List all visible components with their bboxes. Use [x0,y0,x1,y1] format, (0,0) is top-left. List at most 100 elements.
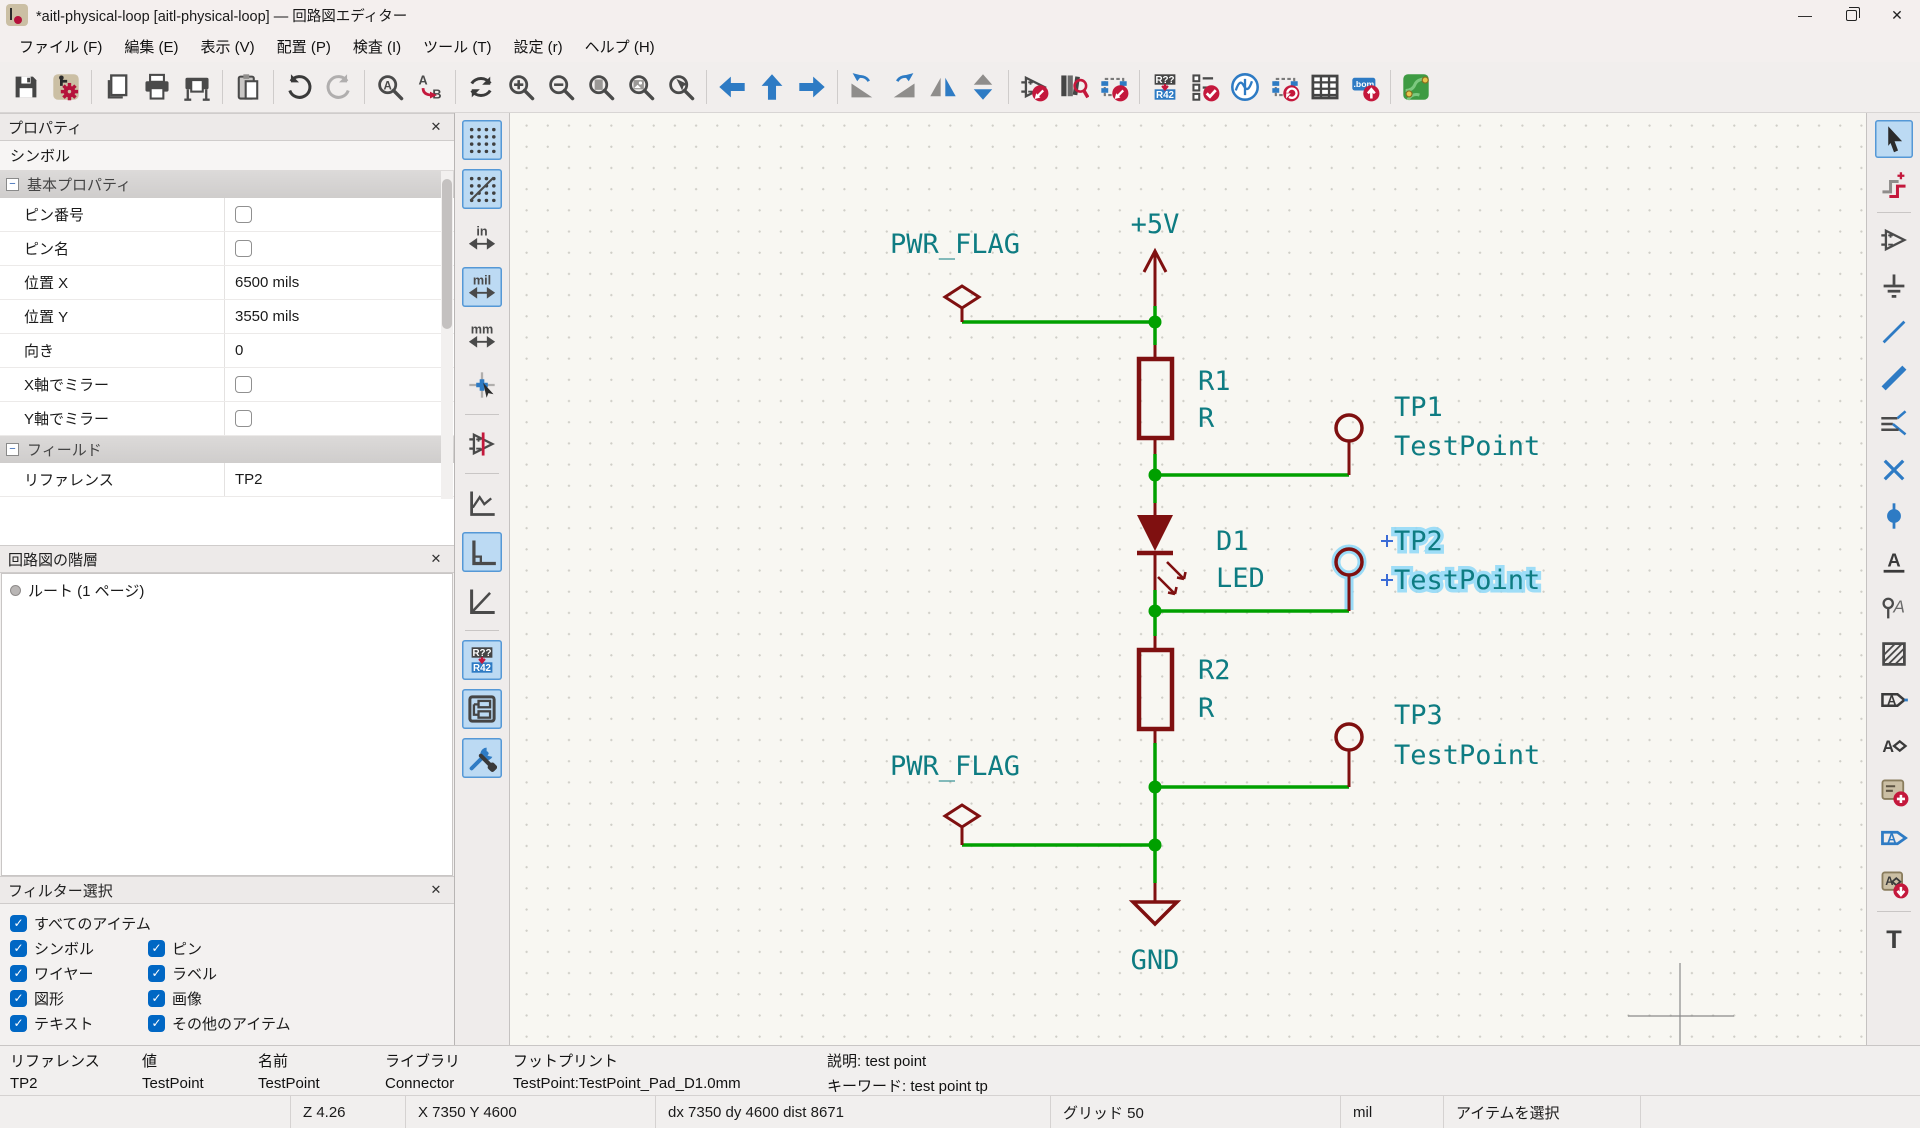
checkbox-checked-icon[interactable]: ✓ [10,990,27,1007]
menu-help[interactable]: ヘルプ (H) [574,31,666,62]
select-tool-icon[interactable] [1874,120,1913,158]
junction-dots[interactable] [1148,315,1162,852]
edit-symbol-icon[interactable] [1014,67,1054,107]
menu-preferences[interactable]: 設定 (r) [503,31,574,62]
open-pcb-editor-icon[interactable] [1396,67,1436,107]
orientation-value[interactable]: 0 [235,342,244,359]
led-d1[interactable] [1137,503,1187,596]
nav-forward-icon[interactable] [792,67,832,107]
no-connect-icon[interactable] [1875,451,1913,489]
bus-tool-icon[interactable] [1875,359,1913,397]
import-sheet-pin-icon[interactable]: A [1875,865,1913,903]
pin-number-checkbox[interactable] [235,206,252,223]
hierarchical-sheet-icon[interactable] [1875,773,1913,811]
gnd-label[interactable]: GND [1131,945,1180,976]
checkbox-checked-icon[interactable]: ✓ [148,1015,165,1032]
mirror-vertical-icon[interactable] [963,67,1003,107]
power-flag-bottom-label[interactable]: PWR_FLAG [890,751,1020,782]
export-bom-icon[interactable]: .bom [1345,67,1385,107]
collapse-icon[interactable]: − [6,443,19,456]
menu-tools[interactable]: ツール (T) [412,31,502,62]
text-tool-icon[interactable]: T [1875,920,1913,958]
simulator-icon[interactable] [1225,67,1265,107]
menu-view[interactable]: 表示 (V) [190,31,266,62]
paste-icon[interactable] [228,67,268,107]
zoom-fit-page-icon[interactable] [581,67,621,107]
collapse-icon[interactable]: − [6,178,19,191]
find-icon[interactable]: A [370,67,410,107]
minimize-button[interactable]: — [1782,0,1828,30]
redo-icon[interactable] [319,67,359,107]
scrollbar-thumb[interactable] [442,179,452,329]
checkbox-checked-icon[interactable]: ✓ [10,940,27,957]
symbol-fields-table-icon[interactable] [1305,67,1345,107]
wires[interactable] [962,306,1349,883]
show-hidden-pins-icon[interactable] [462,424,502,464]
tp2-value[interactable]: TestPoint [1394,565,1540,596]
grid-override-icon[interactable] [462,169,502,209]
pos-x-value[interactable]: 6500 mils [235,274,300,291]
tp2-reference[interactable]: TP2 [1394,526,1443,557]
power-symbol-plus5v[interactable] [1142,247,1168,306]
zoom-out-icon[interactable] [541,67,581,107]
section-basic-properties[interactable]: − 基本プロパティ [0,171,454,198]
refresh-icon[interactable] [461,67,501,107]
symbol-library-browser-icon[interactable] [1054,67,1094,107]
filter-graphics[interactable]: ✓図形 [10,988,148,1009]
menu-file[interactable]: ファイル (F) [8,31,113,62]
hierarchy-root-item[interactable]: ルート (1 ページ) [10,580,444,601]
tp1-reference[interactable]: TP1 [1394,392,1443,423]
hierarchical-sheet-pin-icon[interactable]: A [1875,819,1913,857]
power-flag-bottom-symbol[interactable] [942,803,982,845]
testpoint-tp3[interactable] [1334,722,1364,787]
tp3-reference[interactable]: TP3 [1394,700,1443,731]
filter-pins[interactable]: ✓ピン [148,938,202,959]
properties-manager-icon[interactable] [462,738,502,778]
power-flag-top-symbol[interactable] [942,284,982,322]
schematic-canvas[interactable]: +5V PWR_FLAG R1 R TP1 TestPoint [510,113,1866,1045]
global-label-icon[interactable]: A [1875,681,1913,719]
hierarchical-label-icon[interactable]: A [1875,727,1913,765]
rotate-cw-icon[interactable] [883,67,923,107]
menu-edit[interactable]: 編集 (E) [113,31,189,62]
rotate-ccw-icon[interactable] [843,67,883,107]
mirror-horizontal-icon[interactable] [923,67,963,107]
menu-inspect[interactable]: 検査 (I) [342,31,412,62]
highlight-net-icon[interactable] [1875,166,1913,204]
section-fields[interactable]: − フィールド [0,436,454,463]
wire-to-bus-entry-icon[interactable] [1875,405,1913,443]
nav-up-icon[interactable] [752,67,792,107]
d1-value[interactable]: LED [1216,563,1265,594]
power-flag-top-label[interactable]: PWR_FLAG [890,229,1020,260]
close-button[interactable]: ✕ [1874,0,1920,30]
wire-tool-icon[interactable] [1875,313,1913,351]
nav-back-icon[interactable] [712,67,752,107]
restore-button[interactable] [1828,0,1874,30]
r2-value[interactable]: R [1198,693,1215,724]
r2-reference[interactable]: R2 [1198,655,1231,686]
annotate-icon[interactable]: R??R42 [1145,67,1185,107]
crosshair-cursor-icon[interactable] [462,365,502,405]
print-icon[interactable] [137,67,177,107]
mirror-x-checkbox[interactable] [235,376,252,393]
properties-scrollbar[interactable] [441,171,453,499]
line-mode-45-icon[interactable] [462,581,502,621]
r1-reference[interactable]: R1 [1198,366,1231,397]
checkbox-checked-icon[interactable]: ✓ [10,1015,27,1032]
mirror-y-checkbox[interactable] [235,410,252,427]
resistor-r2[interactable] [1136,636,1175,743]
checkbox-checked-icon[interactable]: ✓ [148,965,165,982]
net-class-directive-icon[interactable]: A [1875,589,1913,627]
filter-images[interactable]: ✓画像 [148,988,202,1009]
place-symbol-icon[interactable] [1875,221,1913,259]
update-pcb-icon[interactable] [1265,67,1305,107]
tp1-value[interactable]: TestPoint [1394,431,1540,462]
filter-wires[interactable]: ✓ワイヤー [10,963,148,984]
undo-icon[interactable] [279,67,319,107]
properties-panel-close-icon[interactable]: ✕ [426,119,446,135]
zoom-fit-objects-icon[interactable] [621,67,661,107]
zoom-to-selection-icon[interactable] [661,67,701,107]
testpoint-tp2-selected[interactable] [1334,547,1364,611]
filter-labels[interactable]: ✓ラベル [148,963,217,984]
